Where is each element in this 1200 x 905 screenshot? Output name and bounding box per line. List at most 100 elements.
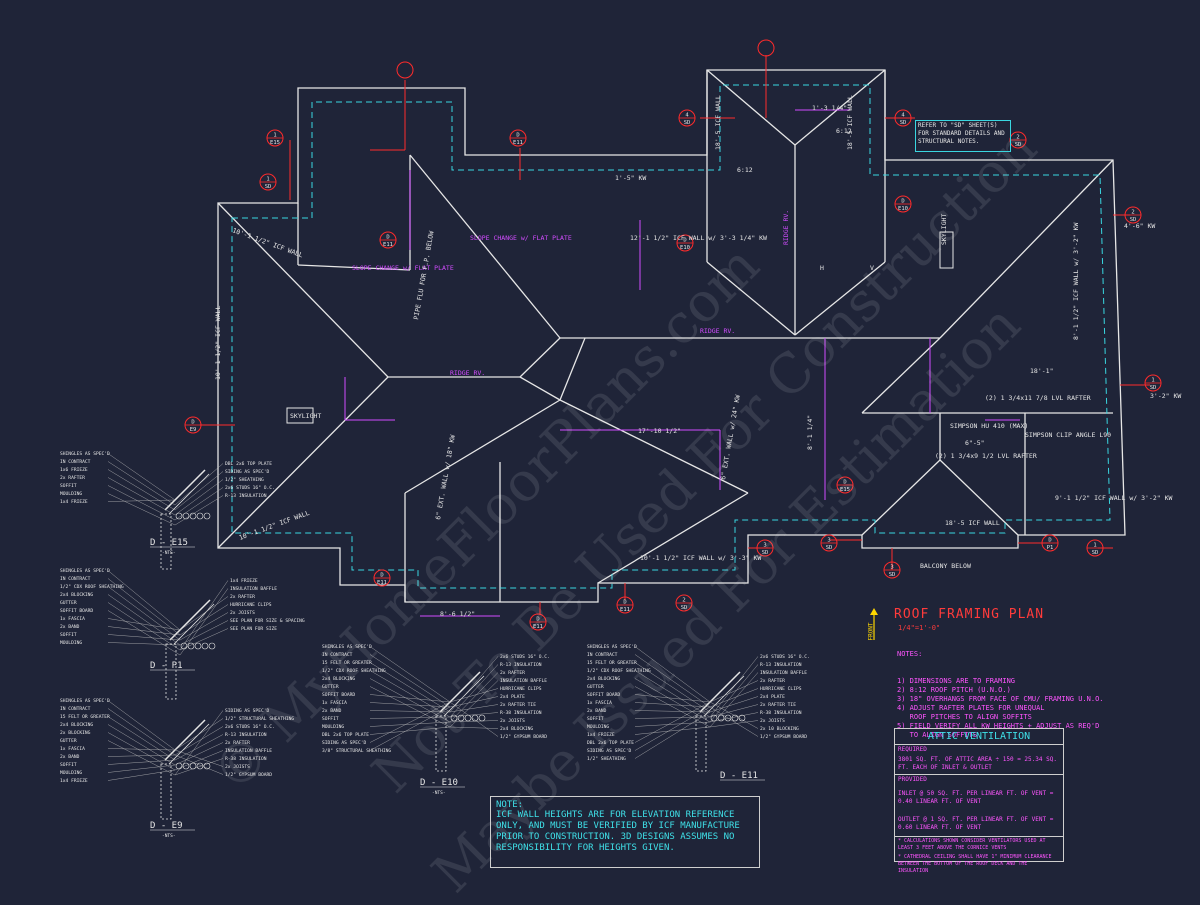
front-arrow (870, 608, 878, 640)
note-item: 3) 18" OVERHANGS FROM FACE OF CMU/ FRAMI… (897, 695, 1104, 703)
marker-top: D (536, 617, 539, 623)
plan-label: 18'-5 ICF WALL (846, 95, 854, 150)
detail-callout: 2x RAFTER TIE (500, 702, 536, 708)
detail-callout: SIDING AS SPEC'D (225, 708, 269, 714)
marker-bottom: E11 (383, 242, 393, 248)
marker-top: D (516, 133, 519, 139)
marker-bottom: E15 (270, 140, 280, 146)
sheet-title: ROOF FRAMING PLAN (894, 607, 1045, 622)
detail-callout: 1/2" SHEATHING (587, 756, 626, 762)
note-item: 2) 8:12 ROOF PITCH (U.N.O.) (897, 686, 1011, 694)
detail-callout: 2x6 STUDS 16" O.C. (225, 724, 275, 730)
detail-callout: 2x JOISTS (500, 718, 525, 724)
detail-callout: SIDING AS SPEC'D (225, 469, 269, 475)
plan-label: 1'-3 1/4" (812, 104, 847, 112)
detail-callout: SIDING AS SPEC'D (322, 740, 366, 746)
detail-label: D - E10 (420, 778, 458, 788)
detail-callout: MOULDING (587, 724, 609, 730)
marker-top: 1 (273, 133, 276, 139)
marker-top: D (623, 600, 626, 606)
plan-label: 18'-5 ICF WALL (714, 95, 722, 150)
plan-label: 8'-1 1/4" (806, 415, 814, 450)
plan-label: 18'-5 ICF WALL (945, 519, 1000, 527)
detail-callout: R-13 INSULATION (760, 662, 802, 668)
section-marker: 2SD (675, 594, 693, 612)
detail-callout: 2x 10 BLOCKING (760, 726, 799, 732)
detail-callout: 1/2" CDX ROOF SHEATHING (587, 668, 651, 674)
skylight-symbol-left (286, 407, 314, 424)
section-marker-ring (396, 61, 414, 79)
marker-top: 4 (685, 113, 689, 119)
detail-callout: 2x4 BLOCKING (587, 676, 620, 682)
attic-required-label: REQUIRED (898, 746, 927, 753)
detail-callout: DBL 2x6 TOP PLATE (587, 740, 634, 746)
icf-note-box: NOTE: ICF WALL HEIGHTS ARE FOR ELEVATION… (490, 796, 760, 868)
note-item: 1) DIMENSIONS ARE TO FRAMING (897, 677, 1016, 685)
detail-callout: 1/2" SHEATHING (225, 477, 264, 483)
section-marker: 1SD (1086, 539, 1104, 557)
plan-label: SIMPSON CLIP ANGLE L90 (1025, 431, 1111, 439)
detail-label: D - E11 (720, 771, 758, 781)
refer-note-box: REFER TO "SD" SHEET(S) FOR STANDARD DETA… (915, 120, 1011, 152)
marker-bottom: SD (900, 120, 907, 126)
marker-top: D (380, 573, 383, 579)
marker-bottom: E11 (513, 140, 523, 146)
plan-label: SKYLIGHT (940, 214, 948, 245)
marker-bottom: SD (684, 120, 691, 126)
marker-bottom: E15 (840, 487, 850, 493)
detail-callout: 1/2" GYPSUM BOARD (760, 734, 807, 740)
plan-label: RIDGE RV. (782, 210, 790, 245)
attic-ventilation-box: ATTIC VENTILATION REQUIRED 3801 SQ. FT. … (894, 728, 1064, 874)
plan-label: 10'-1 1/2" ICF WALL (214, 306, 222, 380)
detail-callout: 1x FASCIA (60, 616, 85, 622)
detail-callout: 3/8" STRUCTURAL SHEATHING (322, 748, 391, 754)
detail-callout: GUTTER (322, 684, 339, 690)
detail-callout: 1x FASCIA (587, 700, 612, 706)
marker-top: 1 (1151, 378, 1154, 384)
marker-top: 2 (682, 598, 685, 604)
detail-callout: 1/2" GYPSUM BOARD (500, 734, 547, 740)
detail-callout: HURRICANE CLIPS (500, 686, 542, 692)
detail-callout: SHINGLES AS SPEC'D (322, 644, 372, 650)
attic-provided-label: PROVIDED (898, 776, 927, 783)
detail-callout: GUTTER (587, 684, 604, 690)
attic-required-line: 3801 SQ. FT. OF ATTIC AREA ÷ 150 = 25.34… (895, 754, 1063, 775)
detail-callout: 2x6 STUDS 16" O.C. (500, 654, 550, 660)
detail-callout: 2x RAFTER TIE (760, 702, 796, 708)
detail-callout: 1x4 FRIEZE (230, 578, 258, 584)
detail-callout: 1x4 FRIEZE (60, 499, 88, 505)
icf-note-body: ICF WALL HEIGHTS ARE FOR ELEVATION REFER… (496, 810, 740, 853)
detail-callout: 2x BAND (587, 708, 607, 714)
marker-top: 4 (901, 113, 905, 119)
icf-note-heading: NOTE: (496, 800, 524, 810)
detail-callout: 2x BAND (322, 708, 342, 714)
marker-top: 2 (1016, 135, 1019, 141)
plan-label: 9'-1 1/2" ICF WALL w/ 3'-2" KW (1055, 494, 1172, 502)
marker-bottom: E9 (190, 427, 197, 433)
plan-label: SIMPSON HU 410 (MAX) (950, 422, 1028, 430)
detail-callout: SHINGLES AS SPEC'D (60, 451, 110, 457)
detail-label: D - E9 (150, 821, 183, 831)
detail-callout: R-38 INSULATION (225, 756, 267, 762)
detail-callout: R-38 INSULATION (760, 710, 802, 716)
detail-nts: -NTS- (162, 550, 176, 556)
plan-label: RIDGE RV. (700, 327, 735, 335)
detail-callout: 15 FELT OR GREATER (60, 714, 110, 720)
detail-callout: SOFFIT (322, 716, 339, 722)
marker-top: D (901, 199, 904, 205)
marker-top: D (386, 235, 389, 241)
marker-bottom: P1 (1047, 545, 1054, 551)
note-item: TO ALIGN SOFFITS (897, 731, 978, 739)
detail-callout: SEE PLAN FOR SIZE (230, 626, 277, 632)
detail-callout: IN CONTRACT (60, 576, 91, 582)
attic-outlet: OUTLET @ 1 SQ. FT. PER LINEAR FT. OF VEN… (895, 812, 1063, 837)
